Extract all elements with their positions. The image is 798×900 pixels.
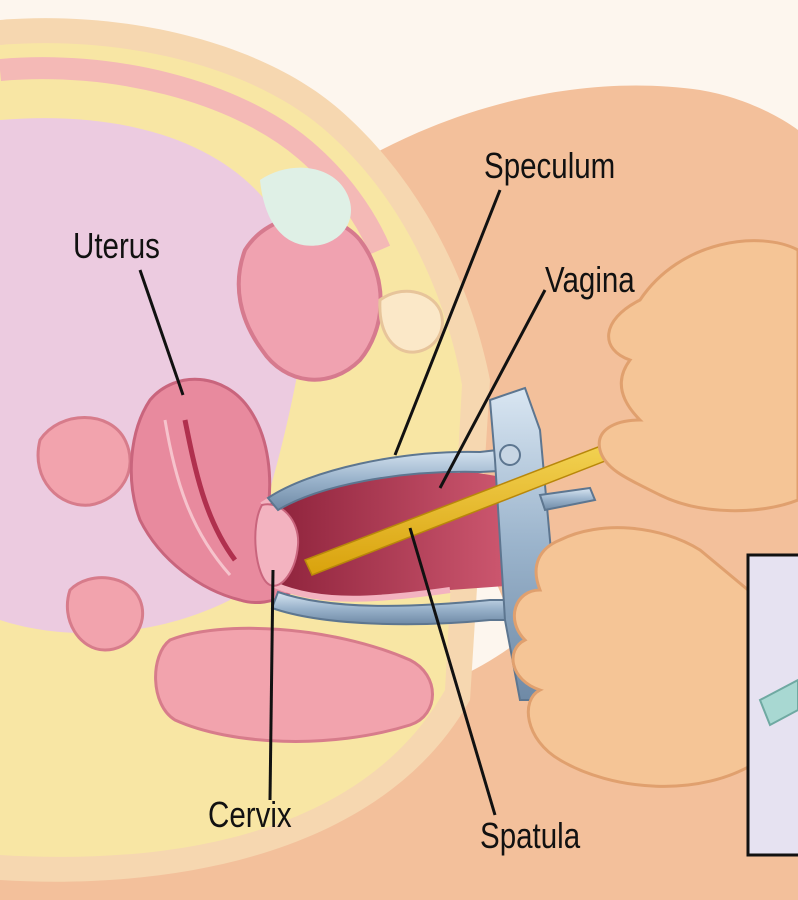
ovary <box>38 418 130 506</box>
vagina-label: Vagina <box>545 262 635 298</box>
uterus-label: Uterus <box>73 228 160 264</box>
spatula-label: Spatula <box>480 818 580 854</box>
bowel-loop <box>67 578 142 650</box>
speculum-label: Speculum <box>484 148 615 184</box>
cervix-label: Cervix <box>208 797 292 833</box>
speculum-hinge <box>500 445 520 465</box>
